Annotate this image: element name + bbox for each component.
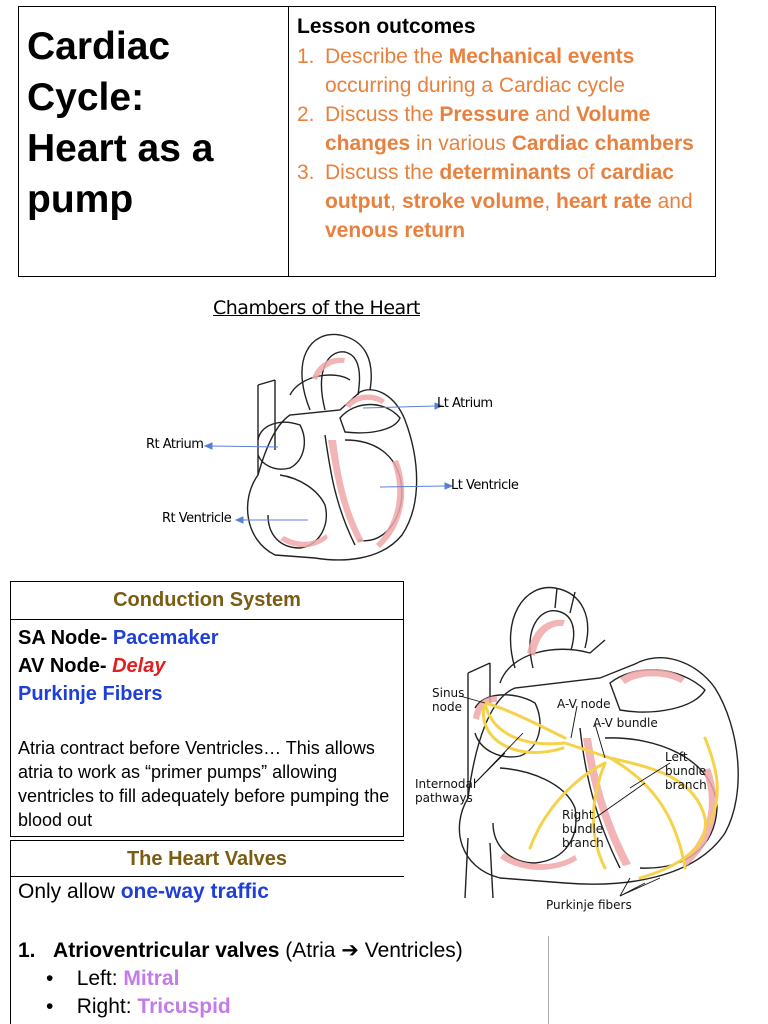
tricuspid-prefix: Right: bbox=[76, 995, 138, 1018]
right-ventricle-outline bbox=[267, 474, 327, 549]
av-node-line: AV Node- Delay bbox=[18, 652, 218, 680]
outcome-text: of bbox=[571, 161, 601, 184]
mitral-line: • Left: Mitral bbox=[46, 967, 179, 991]
bullet: • bbox=[46, 995, 54, 1018]
vena-cava bbox=[257, 380, 276, 475]
label-purkinje-fibers: Purkinje fibers bbox=[546, 898, 632, 912]
conduction-diagram bbox=[458, 586, 739, 899]
outcomes-heading: Lesson outcomes bbox=[297, 15, 476, 38]
label-sinus-node: Sinus node bbox=[432, 686, 464, 714]
label-av-bundle: A-V bundle bbox=[593, 716, 658, 730]
valves-intro: Only allow one-way traffic bbox=[18, 880, 269, 904]
sa-node-line: SA Node- Pacemaker bbox=[18, 624, 218, 652]
label-lt-atrium: Lt Atrium bbox=[437, 396, 493, 411]
sa-node-value: Pacemaker bbox=[112, 627, 219, 649]
heart-outline bbox=[458, 657, 739, 885]
av-node-prefix: AV Node- bbox=[18, 655, 113, 677]
conduction-description: Atria contract before Ventricles… This a… bbox=[18, 738, 390, 830]
title-line: Cardiac bbox=[27, 25, 171, 68]
av-node-value: Delay bbox=[112, 655, 166, 677]
left-atrium-outline bbox=[339, 403, 401, 434]
av-valves-detail: (Atria ➔ Ventricles) bbox=[279, 939, 463, 962]
sa-node-prefix: SA Node- bbox=[18, 627, 113, 649]
outcome-number: 3. bbox=[297, 161, 315, 184]
outcome-text: and bbox=[529, 103, 576, 126]
right-atrium-outline bbox=[257, 421, 306, 470]
outcome-keyword: Volume changes bbox=[325, 103, 651, 155]
node-list: SA Node- Pacemaker AV Node- Delay Purkin… bbox=[18, 624, 218, 708]
label-sinus-node-text: Sinus node bbox=[432, 686, 465, 714]
tricuspid-value: Tricuspid bbox=[137, 995, 231, 1018]
outcome-keyword: cardiac output bbox=[325, 161, 674, 213]
label-left-bundle-branch: Left bundle branch bbox=[665, 750, 707, 792]
title-line: pump bbox=[27, 178, 134, 221]
tricuspid-line: • Right: Tricuspid bbox=[46, 995, 231, 1019]
chambers-title: Chambers of the Heart bbox=[213, 297, 420, 319]
outcome-keyword: heart rate bbox=[556, 190, 652, 213]
conduction-box: Conduction System SA Node- Pacemaker AV … bbox=[10, 581, 404, 837]
label-internodal-pathways: Internodal pathways bbox=[415, 777, 477, 805]
label-lt-ventricle: Lt Ventricle bbox=[451, 478, 519, 493]
outcome-keyword: venous return bbox=[325, 219, 466, 242]
title-line: Cycle: bbox=[27, 76, 145, 119]
outcome-text: in various bbox=[410, 132, 512, 155]
label-av-node: A-V node bbox=[557, 697, 611, 711]
outcome-text: Describe the bbox=[325, 45, 449, 68]
mitral-prefix: Left: bbox=[76, 967, 124, 990]
right-ventricle-outline bbox=[492, 767, 577, 864]
av-valves-title: Atrioventricular valves bbox=[53, 939, 280, 962]
outcome-number: 2. bbox=[297, 103, 315, 126]
valves-intro-highlight: one-way traffic bbox=[120, 880, 269, 903]
outcome-keyword: Mechanical events bbox=[448, 45, 635, 68]
valves-border-right bbox=[548, 936, 549, 1024]
outcomes-cell: Lesson outcomes 1. Describe the Mechanica… bbox=[289, 7, 715, 276]
outcome-text: occurring during a Cardiac cycle bbox=[325, 74, 625, 97]
aorta-outline bbox=[301, 333, 372, 411]
title-cell: Cardiac Cycle: Heart as a pump bbox=[19, 7, 289, 276]
outcome-number: 1. bbox=[297, 45, 315, 68]
valves-border-left bbox=[10, 840, 11, 1024]
right-atrium-outline bbox=[474, 694, 541, 758]
page-title: Cardiac Cycle: Heart as a pump bbox=[27, 21, 282, 225]
outcome-keyword: Cardiac chambers bbox=[511, 132, 694, 155]
bullet: • bbox=[46, 967, 54, 990]
outcome-text: , bbox=[390, 190, 402, 213]
pulmonary-artery bbox=[289, 374, 351, 396]
heart-outline bbox=[246, 389, 418, 561]
av-valves-line: 1. Atrioventricular valves (Atria ➔ Vent… bbox=[18, 938, 463, 963]
outcome-text: Discuss the bbox=[325, 161, 440, 184]
outcome-keyword: Pressure bbox=[439, 103, 530, 126]
valves-intro-prefix: Only allow bbox=[18, 880, 121, 903]
outcome-text: and bbox=[651, 190, 693, 213]
septum bbox=[579, 727, 621, 869]
label-rt-ventricle: Rt Ventricle bbox=[162, 511, 232, 526]
aorta-outline bbox=[509, 586, 589, 669]
outcome-keyword: determinants bbox=[439, 161, 572, 184]
label-right-bundle-branch: Right bundle branch bbox=[562, 808, 604, 850]
outcomes-list: 1. Describe the Mechanical events occurri… bbox=[297, 42, 707, 245]
title-table: Cardiac Cycle: Heart as a pump Lesson ou… bbox=[18, 6, 716, 277]
mitral-value: Mitral bbox=[123, 967, 180, 990]
title-line: Heart as a bbox=[27, 127, 214, 170]
outcome-item: 3. Discuss the determinants of cardiac ou… bbox=[297, 158, 707, 245]
outcome-text: , bbox=[544, 190, 557, 213]
septum bbox=[324, 434, 356, 546]
outcome-keyword: stroke volume bbox=[401, 190, 545, 213]
conduction-heading: Conduction System bbox=[11, 582, 403, 620]
label-rt-atrium: Rt Atrium bbox=[146, 437, 204, 452]
purkinje-line: Purkinje Fibers bbox=[18, 683, 163, 705]
outcome-item: 2. Discuss the Pressure and Volume change… bbox=[297, 100, 707, 158]
av-valves-number: 1. bbox=[18, 939, 36, 962]
pulmonary-artery bbox=[499, 639, 606, 684]
valves-heading: The Heart Valves bbox=[10, 840, 404, 877]
heart-chambers-diagram bbox=[203, 333, 454, 561]
aorta-inner bbox=[320, 351, 361, 411]
outcome-item: 1. Describe the Mechanical events occurri… bbox=[297, 42, 707, 100]
outcome-text: Discuss the bbox=[325, 103, 440, 126]
